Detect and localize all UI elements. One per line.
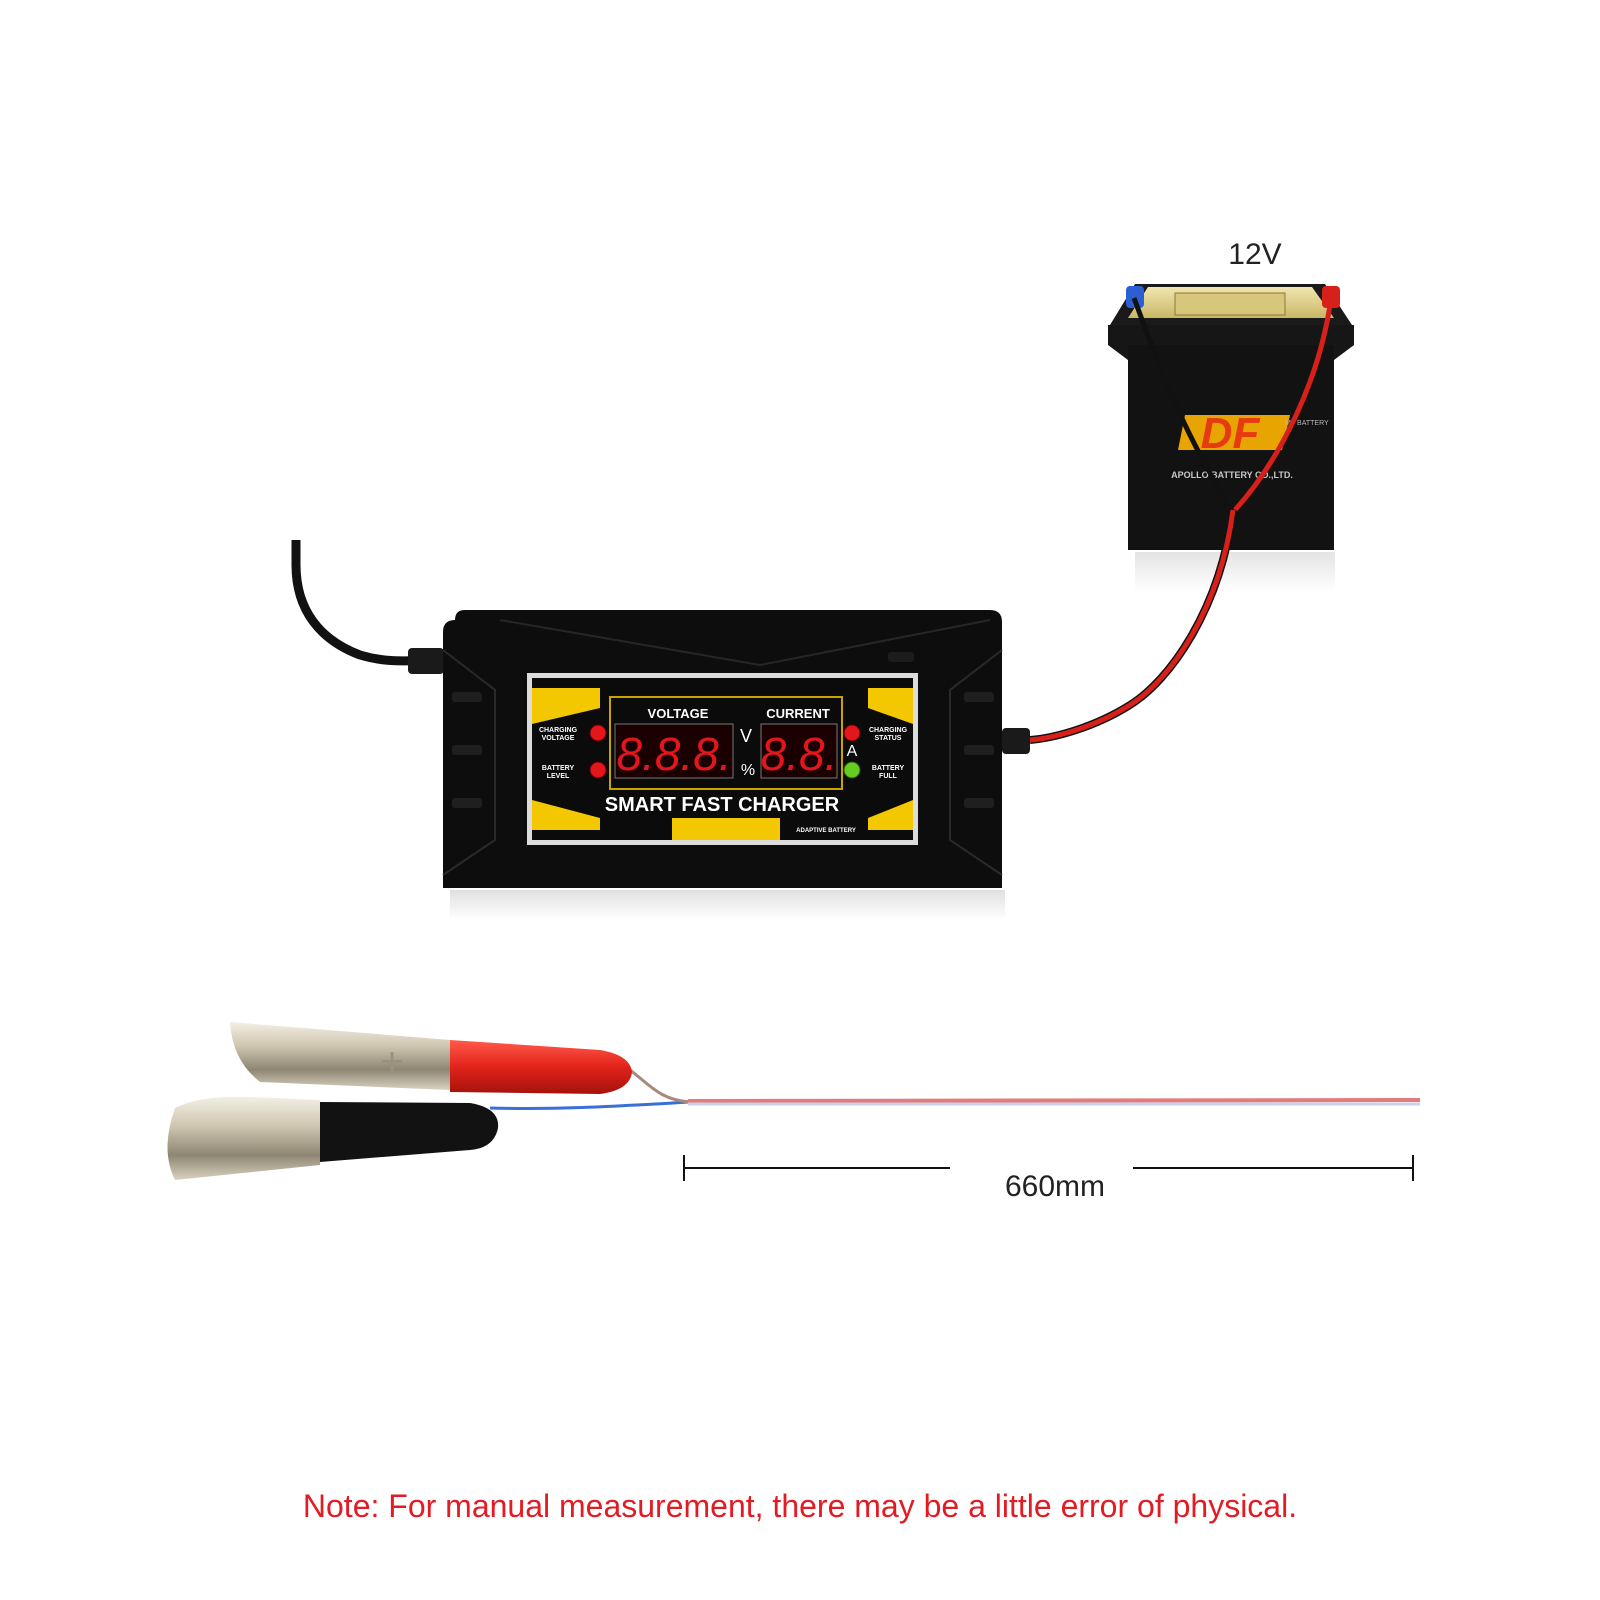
negative-terminal <box>1126 286 1144 308</box>
unit-v: V <box>740 726 752 746</box>
charger-footer: ADAPTIVE BATTERY <box>796 828 856 834</box>
cable-length-label: 660mm <box>1004 1170 1106 1203</box>
battery-brand-logo: DF MF BATTERY APOLLO BATTERY CO.,LTD. <box>1171 409 1329 480</box>
svg-text:DF: DF <box>1201 409 1261 458</box>
measurement-note: Note: For manual measurement, there may … <box>302 1488 1298 1524</box>
black-clamp-jaw <box>167 1096 320 1180</box>
cord-strain-relief <box>408 648 444 674</box>
display-frame <box>609 696 843 790</box>
black-clamp-sleeve <box>320 1102 499 1162</box>
current-display <box>760 723 838 779</box>
current-digits: 8.8. <box>761 728 838 780</box>
voltage-label: VOLTAGE <box>648 706 709 721</box>
red-clamp-sleeve <box>450 1040 632 1094</box>
output-strain-relief <box>1002 728 1030 754</box>
svg-text:MF BATTERY: MF BATTERY <box>1285 420 1329 427</box>
black-battery-lead <box>1131 297 1235 512</box>
voltage-digits: 8.8.8. <box>616 728 731 780</box>
current-label: CURRENT <box>766 706 830 721</box>
yellow-accents <box>532 688 913 840</box>
svg-text:APOLLO BATTERY CO.,LTD.: APOLLO BATTERY CO.,LTD. <box>1171 470 1293 480</box>
grip-ribs <box>452 692 994 808</box>
unit-percent: % <box>741 762 755 779</box>
red-battery-lead <box>1233 297 1334 512</box>
voltage-display <box>614 723 734 779</box>
unit-a: A <box>847 743 858 760</box>
red-clamp-jaw <box>230 1022 450 1090</box>
battery-voltage-label: 12V <box>1228 238 1282 271</box>
charging-voltage-led <box>589 724 607 742</box>
cable-red-strand <box>687 1098 1421 1103</box>
length-dimension <box>683 1155 1414 1181</box>
battery-clamps: + <box>167 1022 1421 1180</box>
plus-marking: + <box>380 1040 403 1084</box>
positive-terminal <box>1322 286 1340 308</box>
power-cord <box>291 540 441 666</box>
battery-full-led <box>843 761 861 779</box>
charging-status-led <box>843 724 861 742</box>
charger-title: SMART FAST CHARGER <box>605 794 840 816</box>
output-cable <box>1029 509 1236 743</box>
smart-charger: VOLTAGE CURRENT 8.8.8. 8.8. V % A CHARGI… <box>442 610 1005 920</box>
battery-level-led <box>589 761 607 779</box>
